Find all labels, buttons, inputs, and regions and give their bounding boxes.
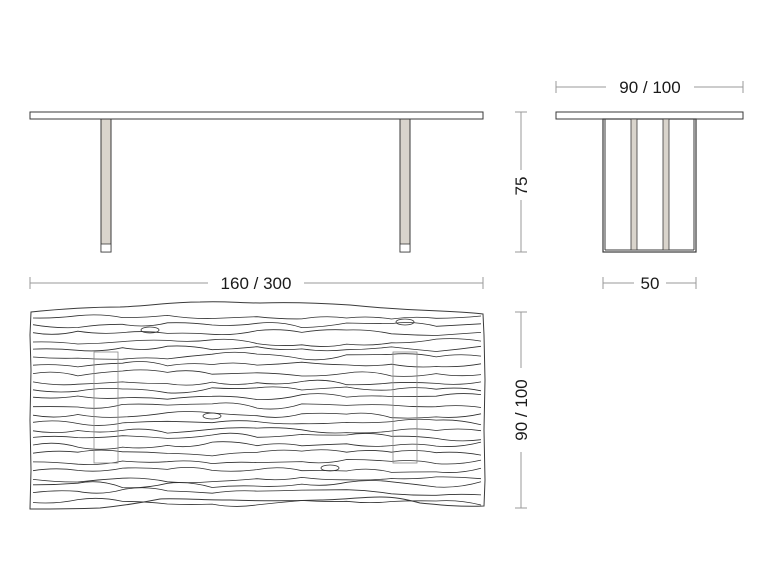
plan-left-leg-hidden: [93, 351, 119, 464]
side-tabletop: [555, 111, 744, 120]
wood-grain-line: [32, 314, 482, 320]
dimension-length: 160 / 300: [29, 272, 484, 294]
side-elevation: [555, 111, 744, 253]
wood-grain-line: [32, 351, 482, 361]
dimension-label-plan-depth: 90 / 100: [512, 379, 531, 440]
wood-grain-line: [32, 459, 482, 465]
wood-knot: [140, 326, 160, 334]
dimension-base-width: 50: [602, 272, 697, 294]
wood-grain-line: [32, 322, 482, 329]
wood-grain-line: [32, 449, 482, 457]
dimension-label-height: 75: [512, 177, 531, 196]
dimension-top-width: 90 / 100: [555, 76, 744, 98]
plan-right-leg-hidden: [392, 351, 418, 464]
wood-grain: [32, 314, 482, 507]
wood-grain-line: [32, 402, 482, 410]
wood-grain-line: [32, 418, 482, 426]
wood-grain-line: [32, 361, 482, 368]
dimension-label-length: 160 / 300: [221, 274, 292, 293]
wood-grain-line: [32, 497, 482, 507]
plan-tabletop-outline: [29, 301, 486, 510]
plan-view: [29, 301, 486, 510]
dimension-label-top-width: 90 / 100: [619, 78, 680, 97]
side-leg-frame: [602, 118, 697, 253]
wood-grain-line: [32, 427, 482, 434]
wood-grain-line: [32, 476, 482, 484]
wood-knot: [395, 318, 415, 326]
wood-grain-line: [32, 369, 482, 377]
wood-grain-line: [32, 432, 482, 442]
wood-grain-line: [32, 480, 482, 489]
dimension-height: 75: [510, 111, 532, 253]
wood-grain-line: [32, 338, 482, 347]
wood-knot: [320, 464, 340, 472]
wood-grain-line: [32, 386, 482, 394]
front-right-leg: [399, 118, 411, 253]
wood-grain-line: [32, 441, 482, 450]
wood-grain-line: [32, 393, 482, 401]
wood-grain-line: [32, 379, 482, 386]
hidden-leg-outlines: [93, 351, 418, 464]
front-elevation: [29, 111, 484, 253]
wood-knot: [202, 412, 222, 420]
wood-grain-line: [32, 411, 482, 419]
front-tabletop: [29, 111, 484, 120]
wood-grain-line: [32, 329, 482, 336]
dimension-plan-depth: 90 / 100: [510, 311, 532, 509]
wood-grain-line: [32, 467, 482, 473]
dimension-label-base-width: 50: [641, 274, 660, 293]
front-left-leg: [100, 118, 112, 253]
wood-grain-line: [32, 487, 482, 496]
wood-grain-line: [32, 345, 482, 352]
